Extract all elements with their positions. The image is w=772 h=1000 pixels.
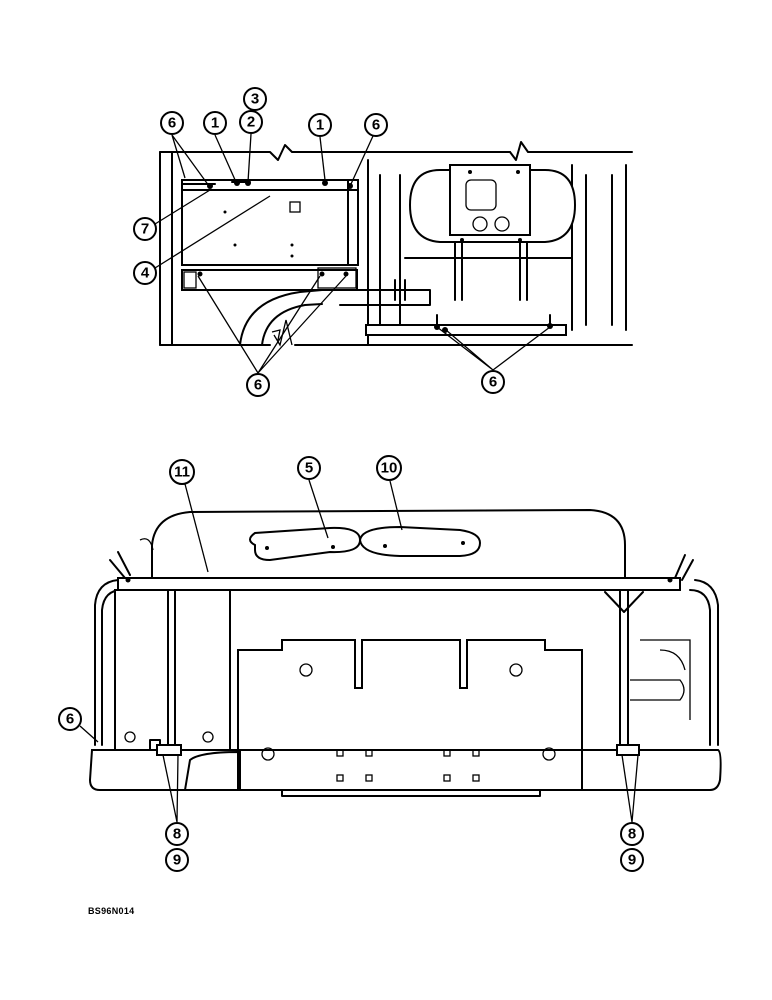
callout-9: 9 (165, 848, 189, 872)
svg-text:9: 9 (173, 852, 181, 869)
callout-3: 3 (243, 87, 267, 111)
svg-text:6: 6 (168, 115, 176, 132)
svg-text:10: 10 (381, 460, 398, 477)
figure-code-label: BS96N014 (88, 906, 135, 916)
svg-text:8: 8 (628, 826, 636, 843)
top-assembly-view: 6 1 3 2 1 6 7 4 6 6 (133, 87, 633, 397)
callout-9: 9 (620, 848, 644, 872)
svg-text:8: 8 (173, 826, 181, 843)
svg-text:1: 1 (316, 117, 324, 134)
callout-1: 1 (203, 111, 227, 135)
callout-6: 6 (364, 113, 388, 137)
callout-8: 8 (620, 822, 644, 846)
callout-2: 2 (239, 110, 263, 134)
callout-7: 7 (133, 217, 157, 241)
callout-8: 8 (165, 822, 189, 846)
callout-6: 6 (246, 373, 270, 397)
svg-text:6: 6 (372, 117, 380, 134)
svg-text:5: 5 (305, 460, 313, 477)
svg-text:9: 9 (628, 852, 636, 869)
svg-text:2: 2 (247, 114, 255, 131)
svg-text:4: 4 (141, 265, 150, 282)
callout-11: 11 (169, 459, 195, 485)
callout-10: 10 (376, 455, 402, 481)
callout-6: 6 (160, 111, 184, 135)
svg-text:1: 1 (211, 115, 219, 132)
svg-text:7: 7 (141, 221, 149, 238)
callout-4: 4 (133, 261, 157, 285)
callout-6: 6 (481, 370, 505, 394)
callout-1: 1 (308, 113, 332, 137)
svg-text:3: 3 (251, 91, 259, 108)
callout-6: 6 (58, 707, 82, 731)
svg-text:6: 6 (254, 377, 262, 394)
svg-text:11: 11 (174, 464, 190, 481)
callout-5: 5 (297, 456, 321, 480)
svg-text:6: 6 (489, 374, 497, 391)
svg-text:6: 6 (66, 711, 74, 728)
bottom-assembly-view: 11 5 10 6 8 9 8 9 (58, 455, 722, 872)
